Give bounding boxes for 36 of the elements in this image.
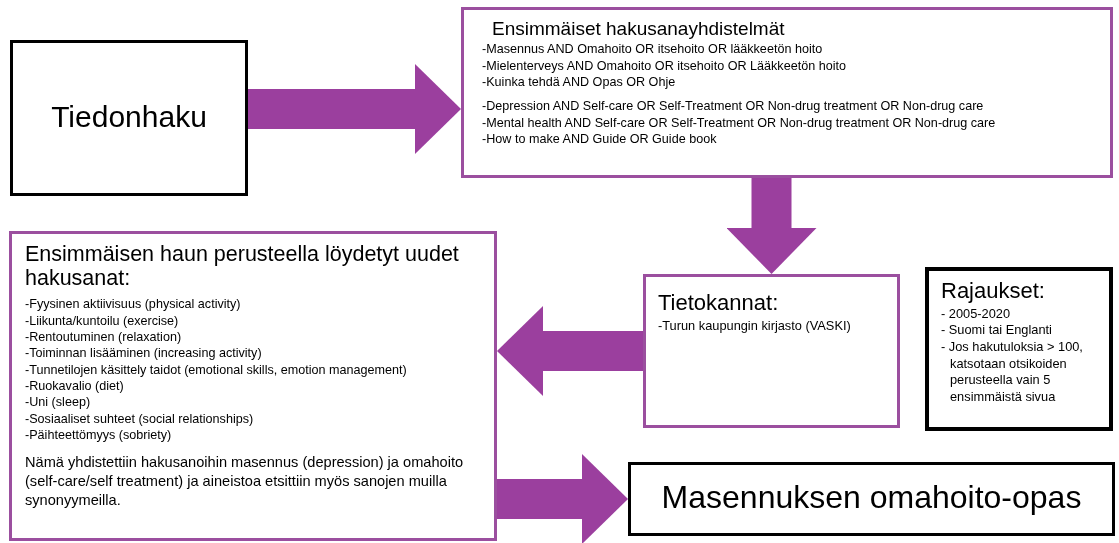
list-item: -Mental health AND Self-care OR Self-Treatment OR Non-drug treatment OR Non-drug care	[482, 114, 997, 132]
list-item: -Uni (sleep)	[25, 394, 92, 411]
list-item: -Depression AND Self-care OR Self-Treatment OR Non-drug treatment OR Non-drug care	[482, 98, 985, 115]
list-item: - Suomi tai Englanti	[941, 322, 1053, 339]
text-box	[628, 462, 1115, 536]
list-item: -Mielenterveys AND Omahoito OR itsehoito OR Lääkkeetön hoito	[482, 57, 847, 74]
list-item: -Kuinka tehdä AND Opas OR Ohje	[482, 74, 677, 91]
list-item: -Fyysinen aktiivisuus (physical activity)	[25, 296, 242, 313]
list-item: -Ruokavalio (diet)	[25, 377, 125, 395]
list-item: -Tunnetilojen käsittely taidot (emotional skills, emotion management)	[25, 361, 408, 378]
block-arrow	[248, 64, 461, 154]
box-heading: Ensimmäiset hakusanayhdistelmät	[492, 18, 786, 40]
box-heading: Tiedonhaku	[51, 100, 207, 134]
text-box	[643, 274, 900, 428]
list-item: -How to make AND Guide OR Guide book	[482, 131, 718, 148]
text-box	[461, 7, 1113, 178]
text-box	[9, 231, 497, 541]
list-item: -Rentoutuminen (relaxation)	[25, 328, 183, 346]
text-box	[10, 40, 248, 196]
list-item: -Masennus AND Omahoito OR itsehoito OR lääkkeetön hoito	[482, 41, 824, 58]
box-heading: Masennuksen omahoito-opas	[661, 480, 1082, 516]
block-arrow	[497, 454, 628, 543]
list-item: - Jos hakutuloksia > 100, katsotaan otsikoiden perusteella vain 5 ensimmäistä sivua	[941, 338, 1084, 406]
block-arrow	[497, 306, 643, 396]
block-arrow	[726, 178, 817, 274]
box-heading: Ensimmäisen haun perusteella löydetyt uudet hakusanat:	[25, 242, 460, 291]
list-item: -Sosiaaliset suhteet (social relationships)	[25, 410, 255, 428]
box-heading: Tietokannat:	[658, 291, 780, 316]
note-text: Nämä yhdistettiin hakusanoihin masennus (depression) ja omahoito (self-care/self treatment) ja aineistoa etsittiin myös sanojen muilla synonyymeilla.	[25, 453, 465, 511]
list-item: -Turun kaupungin kirjasto (VASKI)	[658, 317, 852, 335]
list-item: -Päihteettömyys (sobriety)	[25, 427, 173, 444]
list-item: -Toiminnan lisääminen (increasing activity)	[25, 345, 263, 362]
text-box	[925, 267, 1113, 431]
box-heading: Rajaukset:	[941, 279, 1046, 304]
list-item: - 2005-2020	[941, 305, 1011, 323]
list-item: -Liikunta/kuntoilu (exercise)	[25, 312, 180, 329]
